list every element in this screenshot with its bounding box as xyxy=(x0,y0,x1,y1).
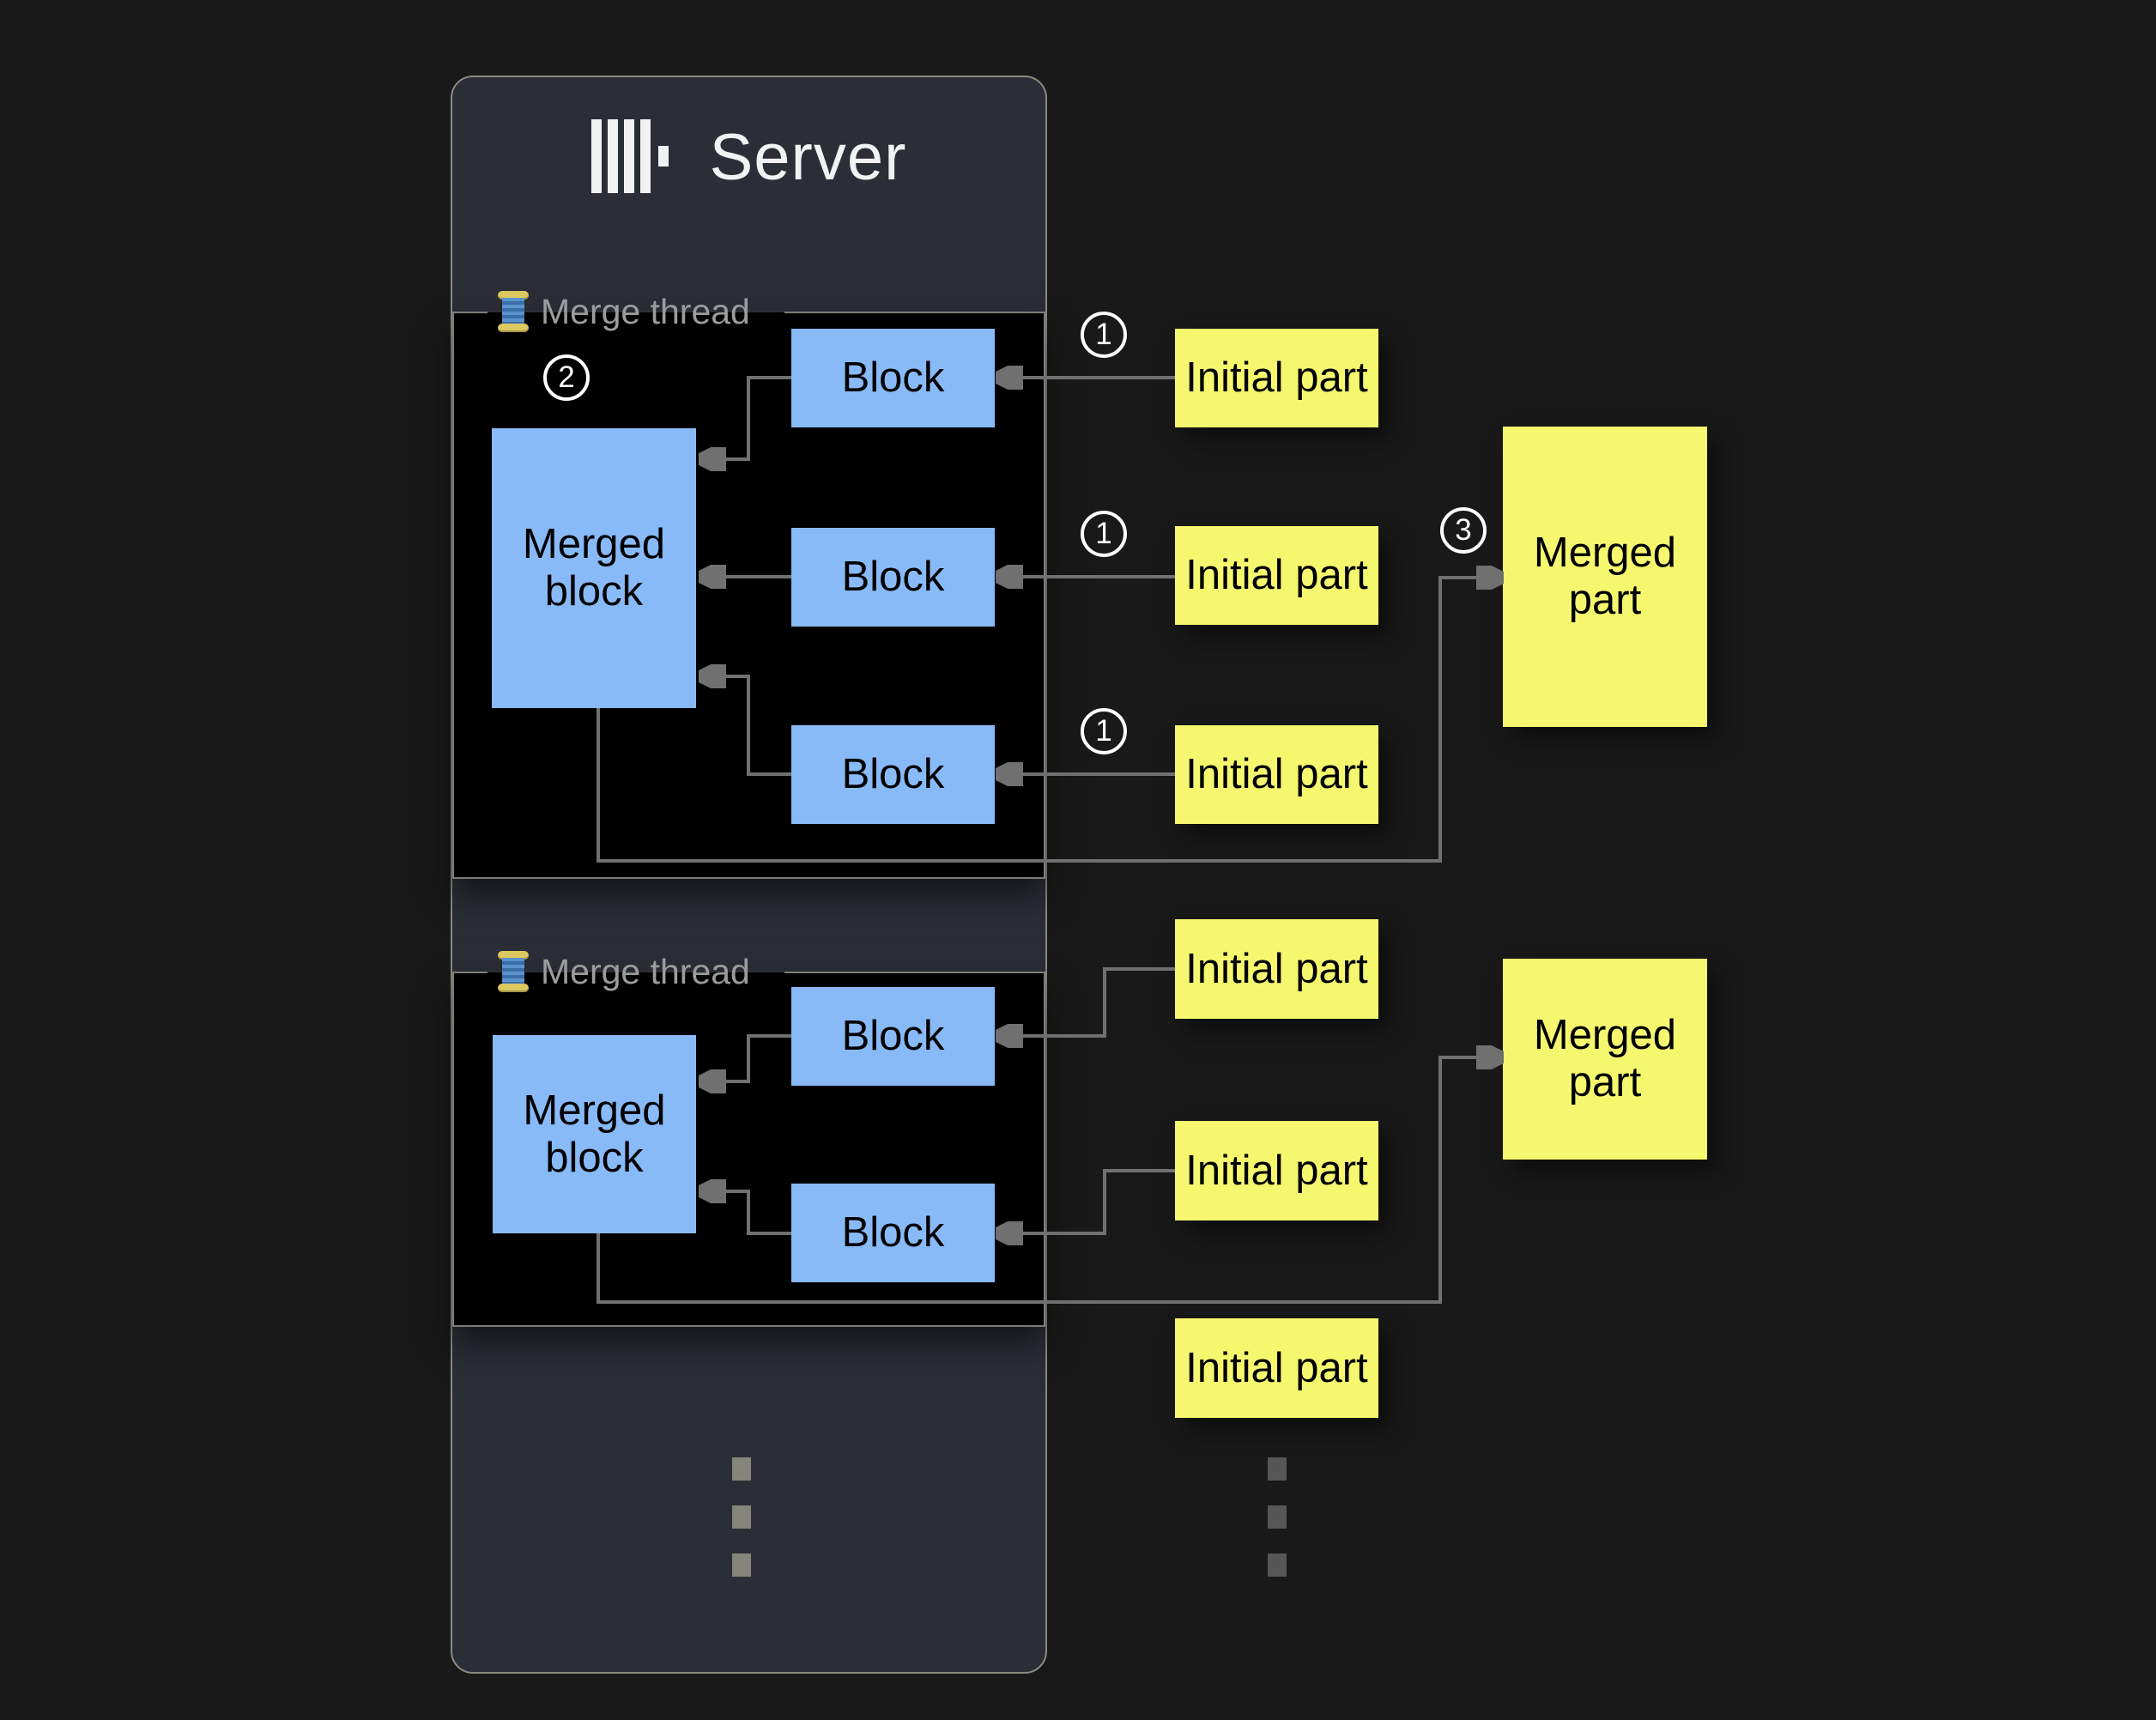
initial-part-4: Initial part xyxy=(1175,919,1378,1019)
ellipsis-dot xyxy=(732,1457,751,1481)
merge-thread-label-text: Merge thread xyxy=(541,951,750,991)
block-5: Block xyxy=(791,1184,995,1282)
initial-part-2: Initial part xyxy=(1175,526,1378,625)
ellipsis-dot xyxy=(1268,1553,1287,1577)
block-4: Block xyxy=(791,987,995,1086)
initial-part-1: Initial part xyxy=(1175,329,1378,427)
merge-thread-label-2: Merge thread xyxy=(498,950,750,993)
step-badge-1a: 1 xyxy=(1081,312,1127,358)
step-badge-1c: 1 xyxy=(1081,708,1127,754)
merged-block-2: Merged block xyxy=(493,1035,696,1233)
ellipsis-dot xyxy=(732,1505,751,1529)
initial-part-5: Initial part xyxy=(1175,1121,1378,1220)
merged-block-1: Merged block xyxy=(492,428,696,708)
ellipsis-dot xyxy=(1268,1505,1287,1529)
initial-part-6: Initial part xyxy=(1175,1318,1378,1418)
ellipsis-dot xyxy=(1268,1457,1287,1481)
label-border-gap-1 xyxy=(488,310,784,315)
step-badge-2: 2 xyxy=(543,354,590,401)
ellipsis-dot xyxy=(732,1553,751,1577)
label-border-gap-2 xyxy=(488,970,784,975)
thread-spool-icon xyxy=(498,291,529,332)
clickhouse-bars-icon xyxy=(590,119,677,195)
thread-spool-icon xyxy=(498,951,529,992)
server-title: Server xyxy=(709,120,907,194)
block-1: Block xyxy=(791,329,995,427)
initial-part-3: Initial part xyxy=(1175,725,1378,824)
block-2: Block xyxy=(791,528,995,627)
merge-thread-label-1: Merge thread xyxy=(498,290,750,333)
merge-thread-label-text: Merge thread xyxy=(541,291,750,331)
block-3: Block xyxy=(791,725,995,824)
merged-part-1: Merged part xyxy=(1503,427,1707,727)
server-header: Server xyxy=(451,110,1047,204)
merged-part-2: Merged part xyxy=(1503,959,1707,1160)
step-badge-3: 3 xyxy=(1440,507,1487,554)
step-badge-1b: 1 xyxy=(1081,511,1127,557)
